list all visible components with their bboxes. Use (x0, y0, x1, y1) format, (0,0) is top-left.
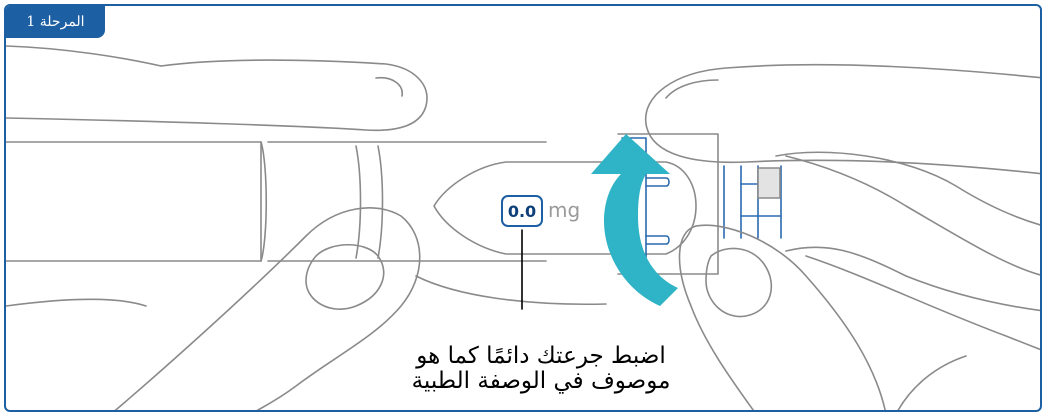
stage-label: المرحلة 1 (6, 6, 105, 38)
dose-value: 0.0 (508, 202, 536, 221)
caption-line-1: اضبط جرعتك دائمًا كما هو (386, 344, 696, 369)
rotate-arrow-icon (591, 134, 678, 306)
dose-instruction-caption: اضبط جرعتك دائمًا كما هو موصوف في الوصفة… (386, 344, 696, 394)
dose-readout: 0.0 mg (502, 196, 580, 226)
left-finger-top (6, 60, 427, 130)
dose-unit: mg (548, 198, 580, 222)
stage-frame: 0.0 mg المرحلة 1 اضبط جرعتك دائمًا كما ه… (4, 4, 1042, 412)
pen-body (6, 142, 261, 261)
right-finger-bottom (696, 225, 886, 412)
caption-line-2: موصوف في الوصفة الطبية (386, 369, 696, 394)
pen-ring (356, 146, 383, 258)
